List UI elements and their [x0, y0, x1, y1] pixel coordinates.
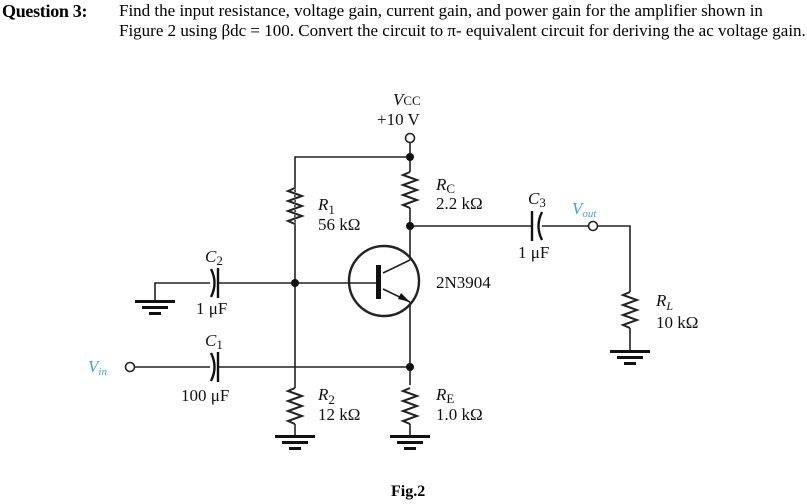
rl-resistor-icon [620, 291, 640, 329]
question-label: Question 3: [2, 1, 88, 21]
vcc-terminal [404, 132, 416, 144]
c1-label: C1 [205, 331, 223, 352]
emitter-arrow-icon [398, 293, 410, 302]
vout-label: Vout [572, 199, 597, 220]
r1-value: 56 kΩ [318, 215, 360, 234]
figure-caption: Fig.2 [391, 483, 425, 500]
ground-icon [275, 435, 315, 450]
transistor-collector-lead [382, 259, 411, 274]
rc-value: 2.2 kΩ [436, 194, 483, 213]
wire-top-rail [294, 156, 410, 283]
rl-label: RL [655, 291, 673, 313]
rl-value: 10 kΩ [656, 313, 698, 332]
junction-dot [291, 279, 299, 287]
c3-value: 1 μF [518, 243, 549, 262]
vin-label: Vin [88, 357, 107, 378]
vcc-value: +10 V [377, 110, 421, 129]
c1-capacitor-curve [209, 352, 216, 382]
rc-resistor-icon [400, 171, 420, 209]
rc-label: RC [435, 175, 455, 196]
c3-capacitor-curve [537, 211, 544, 241]
c2-value: 1 μF [196, 299, 227, 318]
vout-terminal [587, 220, 599, 232]
re-value: 1.0 kΩ [436, 405, 483, 424]
transistor-part-label: 2N3904 [436, 273, 491, 292]
re-resistor-icon [400, 387, 420, 425]
ground-icon [135, 300, 175, 315]
ground-icon [610, 350, 650, 365]
r1-label: R1 [317, 195, 335, 217]
c2-label: C2 [205, 247, 223, 268]
vin-terminal [124, 361, 136, 373]
wire-c2-ground [154, 282, 210, 300]
r1-resistor-icon [285, 187, 305, 225]
question-text: Find the input resistance, voltage gain,… [119, 1, 806, 40]
ground-icon [390, 435, 430, 450]
r2-label: R2 [317, 385, 335, 407]
c2-capacitor-curve [209, 268, 216, 298]
c3-label: C3 [528, 189, 546, 210]
r2-value: 12 kΩ [318, 405, 360, 424]
junction-dot [406, 363, 414, 371]
junction-dot [406, 153, 414, 161]
transistor-base-bar [376, 265, 381, 299]
r2-resistor-icon [285, 387, 305, 425]
junction-dot [406, 222, 414, 230]
re-label: RE [435, 385, 454, 406]
c1-value: 100 μF [181, 386, 229, 405]
vcc-label: VCC [393, 90, 421, 109]
wire-vout-rl [597, 225, 631, 292]
transistor-icon [347, 244, 421, 318]
